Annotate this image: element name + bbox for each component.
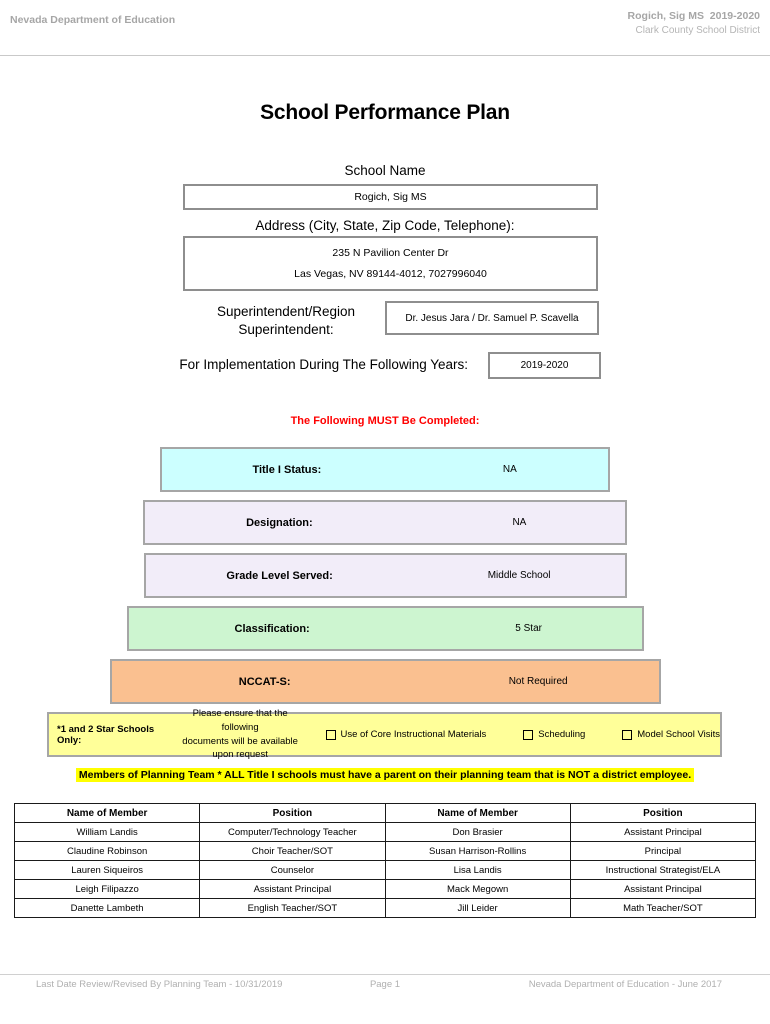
implementation-years-value: 2019-2020 bbox=[520, 360, 569, 371]
checkbox-label: Model School Visits bbox=[637, 729, 720, 740]
must-be-completed-notice: The Following MUST Be Completed: bbox=[290, 415, 480, 427]
member-position-cell: Choir Teacher/SOT bbox=[199, 841, 386, 861]
table-header-cell: Name of Member bbox=[384, 803, 571, 823]
table-header-cell: Position bbox=[199, 803, 386, 823]
address-line1: 235 N Pavilion Center Dr bbox=[332, 246, 449, 259]
member-name-cell: Leigh Filipazzo bbox=[13, 879, 201, 899]
member-position-cell: Principal bbox=[569, 841, 757, 861]
status-row-value: Not Required bbox=[508, 676, 568, 687]
star-schools-note-line1: Please ensure that the following bbox=[192, 707, 288, 733]
member-name-cell: Lisa Landis bbox=[384, 860, 571, 880]
member-position-cell: Assistant Principal bbox=[569, 822, 757, 842]
superintendent-value: Dr. Jesus Jara / Dr. Samuel P. Scavella bbox=[405, 312, 579, 324]
checkbox-label: Use of Core Instructional Materials bbox=[340, 729, 487, 740]
star-schools-label: *1 and 2 Star Schools Only: bbox=[57, 723, 155, 746]
footer-revision-date: Last Date Review/Revised By Planning Tea… bbox=[36, 979, 283, 990]
status-row-label: Classification: bbox=[234, 622, 310, 635]
checkbox-item: Use of Core Instructional Materials bbox=[325, 729, 487, 740]
superintendent-label: Superintendent/Region Superintendent: bbox=[216, 304, 356, 337]
member-position-cell: Computer/Technology Teacher bbox=[199, 822, 386, 842]
planning-team-notice-wrap: Members of Planning Team * ALL Title I s… bbox=[0, 765, 770, 783]
checkbox[interactable] bbox=[325, 729, 336, 740]
footer-source: Nevada Department of Education - June 20… bbox=[528, 979, 722, 990]
star-schools-box: *1 and 2 Star Schools Only: Please ensur… bbox=[47, 708, 722, 760]
member-position-cell: Assistant Principal bbox=[569, 879, 757, 899]
status-row-label: Designation: bbox=[246, 516, 313, 529]
header-district: Clark County School District bbox=[635, 25, 760, 36]
status-row-nccat-s: NCCAT-S: Not Required bbox=[109, 659, 661, 704]
member-position-cell: Instructional Strategist/ELA bbox=[569, 860, 757, 880]
member-name-cell: Don Brasier bbox=[384, 822, 571, 842]
status-rows: Title I Status: NA Designation: NA Grade Lev… bbox=[0, 447, 770, 712]
address-line2: Las Vegas, NV 89144-4012, 7027996040 bbox=[294, 268, 487, 281]
status-row-value: NA bbox=[502, 464, 517, 475]
checkbox[interactable] bbox=[622, 729, 633, 740]
implementation-years-field[interactable]: 2019-2020 bbox=[488, 352, 601, 379]
status-row-label: Title I Status: bbox=[252, 463, 322, 476]
header-department: Nevada Department of Education bbox=[10, 14, 176, 26]
status-row-title-i-status: Title I Status: NA bbox=[160, 447, 610, 492]
header-divider bbox=[0, 55, 770, 56]
superintendent-field[interactable]: Dr. Jesus Jara / Dr. Samuel P. Scavella bbox=[385, 301, 599, 335]
checkbox-label: Scheduling bbox=[538, 729, 586, 740]
footer-page-number: Page 1 bbox=[369, 979, 401, 990]
checkbox[interactable] bbox=[523, 729, 534, 740]
member-name-cell: Danette Lambeth bbox=[13, 898, 201, 918]
member-position-cell: Math Teacher/SOT bbox=[569, 898, 757, 918]
address-label: Address (City, State, Zip Code, Telephon… bbox=[255, 218, 515, 233]
member-position-cell: Assistant Principal bbox=[199, 879, 386, 899]
member-name-cell: Mack Megown bbox=[384, 879, 571, 899]
member-position-cell: English Teacher/SOT bbox=[199, 898, 386, 918]
address-field[interactable]: 235 N Pavilion Center Dr Las Vegas, NV 8… bbox=[183, 236, 598, 291]
member-name-cell: Claudine Robinson bbox=[13, 841, 201, 861]
star-schools-note-line2: documents will be available upon request bbox=[182, 735, 298, 761]
header-school-info: Rogich, Sig MS 2019-2020 Clark County Sc… bbox=[628, 10, 760, 36]
table-header-cell: Position bbox=[569, 803, 757, 823]
member-name-cell: Lauren Siqueiros bbox=[13, 860, 201, 880]
header-school-year: Rogich, Sig MS 2019-2020 bbox=[627, 10, 760, 22]
school-name-value: Rogich, Sig MS bbox=[354, 191, 427, 203]
checkbox-item: Model School Visits bbox=[622, 729, 720, 740]
member-name-cell: William Landis bbox=[13, 822, 201, 842]
school-name-field[interactable]: Rogich, Sig MS bbox=[183, 184, 598, 210]
footer-divider bbox=[0, 974, 770, 975]
member-name-cell: Jill Leider bbox=[384, 898, 571, 918]
status-row-classification: Classification: 5 Star bbox=[126, 606, 644, 651]
school-name-label: School Name bbox=[344, 163, 426, 178]
status-row-value: 5 Star bbox=[515, 623, 542, 634]
member-name-cell: Susan Harrison-Rollins bbox=[384, 841, 571, 861]
status-row-designation: Designation: NA bbox=[143, 500, 627, 545]
page-title: School Performance Plan bbox=[260, 101, 510, 124]
checkbox-item: Scheduling bbox=[523, 729, 585, 740]
planning-team-notice: Members of Planning Team * ALL Title I s… bbox=[75, 768, 695, 782]
member-position-cell: Counselor bbox=[199, 860, 386, 880]
star-schools-note: Please ensure that the following documen… bbox=[181, 707, 300, 762]
implementation-years-label: For Implementation During The Following … bbox=[179, 357, 468, 372]
status-row-value: NA bbox=[512, 517, 527, 528]
table-header-cell: Name of Member bbox=[13, 803, 201, 823]
status-row-label: NCCAT-S: bbox=[238, 675, 291, 688]
star-schools-checkboxes: Use of Core Instructional Materials Sched… bbox=[325, 729, 720, 740]
status-row-value: Middle School bbox=[487, 570, 551, 581]
status-row-grade-level-served: Grade Level Served: Middle School bbox=[143, 553, 627, 598]
status-row-label: Grade Level Served: bbox=[226, 569, 333, 582]
